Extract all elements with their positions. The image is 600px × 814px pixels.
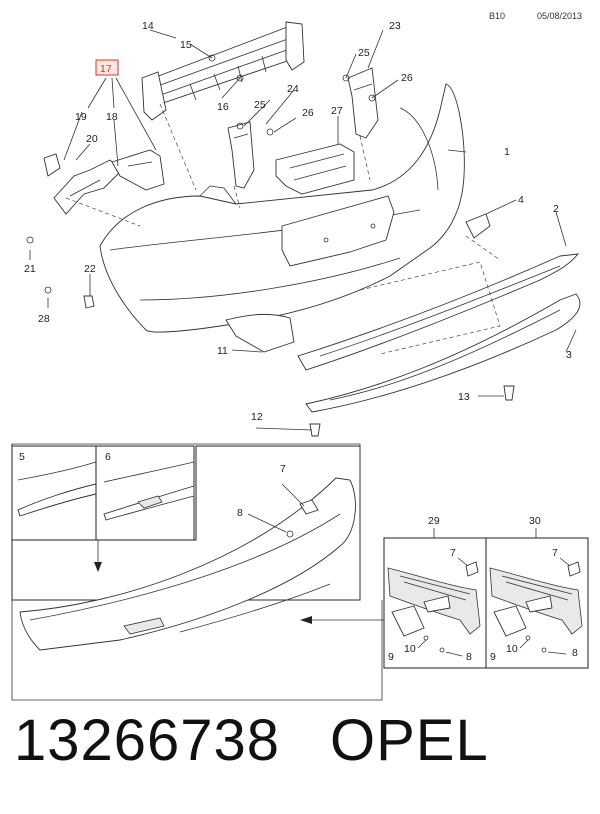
- callout-9: 9: [388, 651, 394, 663]
- callout-17: 17: [100, 63, 112, 75]
- detail-5-box: 5: [11, 445, 97, 541]
- callout-25: 25: [254, 99, 266, 111]
- arrow-left-icon: [300, 616, 312, 624]
- lower-molding: [305, 293, 581, 413]
- callout-27: 27: [331, 105, 343, 117]
- arrow-down-icon: [94, 562, 102, 572]
- callout-17-highlight: [95, 59, 119, 76]
- reinforcement-bar: [141, 21, 305, 121]
- callout-9: 9: [490, 651, 496, 663]
- callout-13: 13: [458, 391, 470, 403]
- leader-lines: [29, 29, 577, 431]
- callout-23: 23: [389, 20, 401, 32]
- detail-29-box: 29 7 9 10 8: [383, 515, 487, 669]
- sheet-code: B10: [489, 11, 505, 21]
- callout-1: 1: [504, 146, 510, 158]
- right-reflector: [465, 213, 491, 239]
- callout-29: 29: [428, 515, 440, 527]
- callout-14: 14: [142, 20, 154, 32]
- callout-11: 11: [217, 345, 228, 357]
- callout-6: 6: [105, 451, 111, 463]
- callout-21: 21: [24, 263, 36, 275]
- center-bracket: [227, 121, 255, 189]
- callout-2: 2: [553, 203, 559, 215]
- callout-16: 16: [217, 101, 229, 113]
- brand-name: OPEL: [330, 708, 489, 773]
- left-bracket: [43, 149, 165, 215]
- callout-10: 10: [506, 643, 518, 655]
- callout-28: 28: [38, 313, 50, 325]
- detail-6-box: 6: [95, 445, 195, 541]
- right-bracket: [347, 67, 379, 139]
- sheet-date: 05/08/2013: [537, 11, 582, 21]
- license-plate-bracket: [275, 143, 355, 195]
- callout-10: 10: [404, 643, 416, 655]
- callout-26: 26: [401, 72, 413, 84]
- detail-30-box: 30 7 9 10 8: [485, 515, 589, 669]
- callout-26: 26: [302, 107, 314, 119]
- fasteners: [26, 54, 515, 437]
- callout-8: 8: [572, 647, 578, 659]
- rear-bumper-fascia: [99, 83, 465, 333]
- callout-24: 24: [287, 83, 299, 95]
- callout-7: 7: [552, 547, 558, 559]
- callout-20: 20: [86, 133, 98, 145]
- callout-4: 4: [518, 194, 524, 206]
- callout-5: 5: [19, 451, 25, 463]
- callout-labels: 14 15 23 25 26 17 24 25 16 26 27 19 18 2…: [24, 20, 572, 423]
- lower-trim: [225, 313, 295, 353]
- callout-7: 7: [280, 463, 286, 475]
- callout-22: 22: [84, 263, 96, 275]
- upper-molding: [297, 253, 580, 371]
- callout-7: 7: [450, 547, 456, 559]
- callout-8: 8: [237, 507, 243, 519]
- callout-25: 25: [358, 47, 370, 59]
- callout-18: 18: [106, 111, 118, 123]
- part-number: 13266738: [14, 708, 281, 773]
- callout-19: 19: [75, 111, 87, 123]
- callout-15: 15: [180, 39, 192, 51]
- callout-30: 30: [529, 515, 541, 527]
- callout-12: 12: [251, 411, 263, 423]
- callout-3: 3: [566, 349, 572, 361]
- callout-8: 8: [466, 651, 472, 663]
- lower-fascia-view: 7 8: [19, 463, 356, 651]
